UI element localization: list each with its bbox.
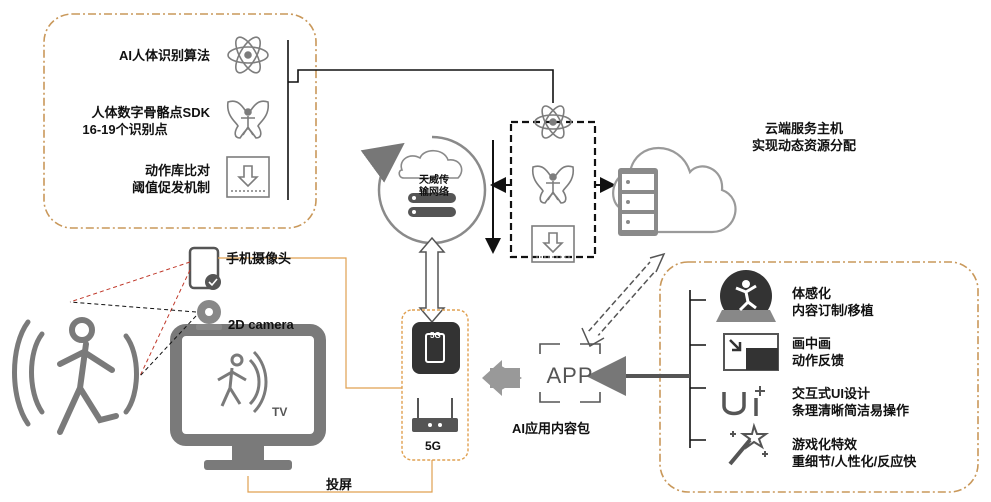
action-library-line2: 阈值促发机制 (131, 180, 210, 195)
network-circle (360, 132, 487, 245)
cloud-atom-icon (534, 105, 572, 139)
network-label-line1: 天威传 (419, 175, 449, 186)
feature-game-subtitle: 重细节/人性化/反应快 (792, 454, 917, 469)
feature-ui-title: 交互式UI设计 (792, 386, 871, 401)
skeleton-sdk-line2: 16-19个识别点 (82, 122, 168, 137)
motion-stage-icon (716, 270, 776, 322)
feature-motion-subtitle: 内容订制/移植 (792, 303, 874, 318)
app-icon (482, 343, 601, 403)
atom-icon (227, 36, 269, 74)
ui-plus-icon (722, 386, 765, 416)
feature-pip-title: 画中画 (792, 336, 832, 351)
network-label-line2: 输网络 (419, 187, 449, 198)
cloud-skeleton-icon (531, 165, 575, 204)
feature-game-label: 游戏化特效 重细节/人性化/反应快 (792, 436, 916, 470)
feature-motion-title: 体感化 (792, 286, 832, 301)
2d-camera-icon (196, 300, 222, 330)
feature-ui-subtitle: 条理清晰简洁易操作 (792, 403, 910, 418)
phone-camera-label: 手机摄像头 (226, 251, 292, 266)
feature-game-title: 游戏化特效 (792, 437, 858, 452)
skeleton-figure-icon (226, 100, 270, 139)
ai-recognition-label: AI人体识别算法 (118, 48, 210, 63)
person-gesture-icon (12, 317, 139, 435)
connector-to-cloud-atom (288, 69, 554, 103)
network-label: 天威传 输网络 (414, 175, 454, 199)
cast-label: 投屏 (326, 477, 353, 492)
camera-sight-lines (69, 261, 197, 377)
feature-ui-label: 交互式UI设计 条理清晰简洁易操作 (792, 385, 909, 419)
picture-in-picture-icon (723, 333, 779, 371)
cloud-server-icon (612, 147, 737, 236)
router-5g-label: 5G (425, 439, 442, 453)
feature-pip-subtitle: 动作反馈 (792, 353, 845, 368)
2d-camera-label: 2D camera (228, 317, 294, 332)
app-cloud-dashed-arrow (581, 252, 666, 348)
skeleton-sdk-label: 人体数字骨骼点SDK 16-19个识别点 (40, 104, 210, 138)
skeleton-sdk-line1: 人体数字骨骼点SDK (91, 105, 210, 120)
left-panel-frame (43, 13, 317, 229)
network-5g-double-arrow (418, 236, 446, 324)
cloud-download-icon (531, 225, 575, 263)
feature-pip-label: 画中画 动作反馈 (792, 335, 844, 369)
camera-to-5g-line (218, 257, 402, 389)
tv-label: TV (272, 405, 288, 419)
feature-motion-label: 体感化 内容订制/移植 (792, 285, 874, 319)
tv-icon (170, 324, 326, 470)
action-library-label: 动作库比对 阈值促发机制 (60, 162, 210, 196)
download-box-icon (226, 156, 270, 198)
phone-camera-icon (188, 246, 221, 290)
phone-5g-label: 5G (430, 331, 441, 340)
cast-line (247, 460, 433, 493)
app-icon-text: APP (546, 363, 594, 388)
5g-phone-icon (401, 309, 469, 461)
5g-router-icon (412, 398, 458, 432)
cloud-host-line1: 云端服务主机 (764, 121, 843, 136)
cloud-host-line2: 实现动态资源分配 (751, 138, 856, 153)
action-library-line1: 动作库比对 (144, 163, 210, 178)
app-caption: AI应用内容包 (512, 421, 591, 436)
magic-wand-icon (728, 422, 770, 466)
cloud-host-label: 云端服务主机 实现动态资源分配 (724, 120, 884, 154)
